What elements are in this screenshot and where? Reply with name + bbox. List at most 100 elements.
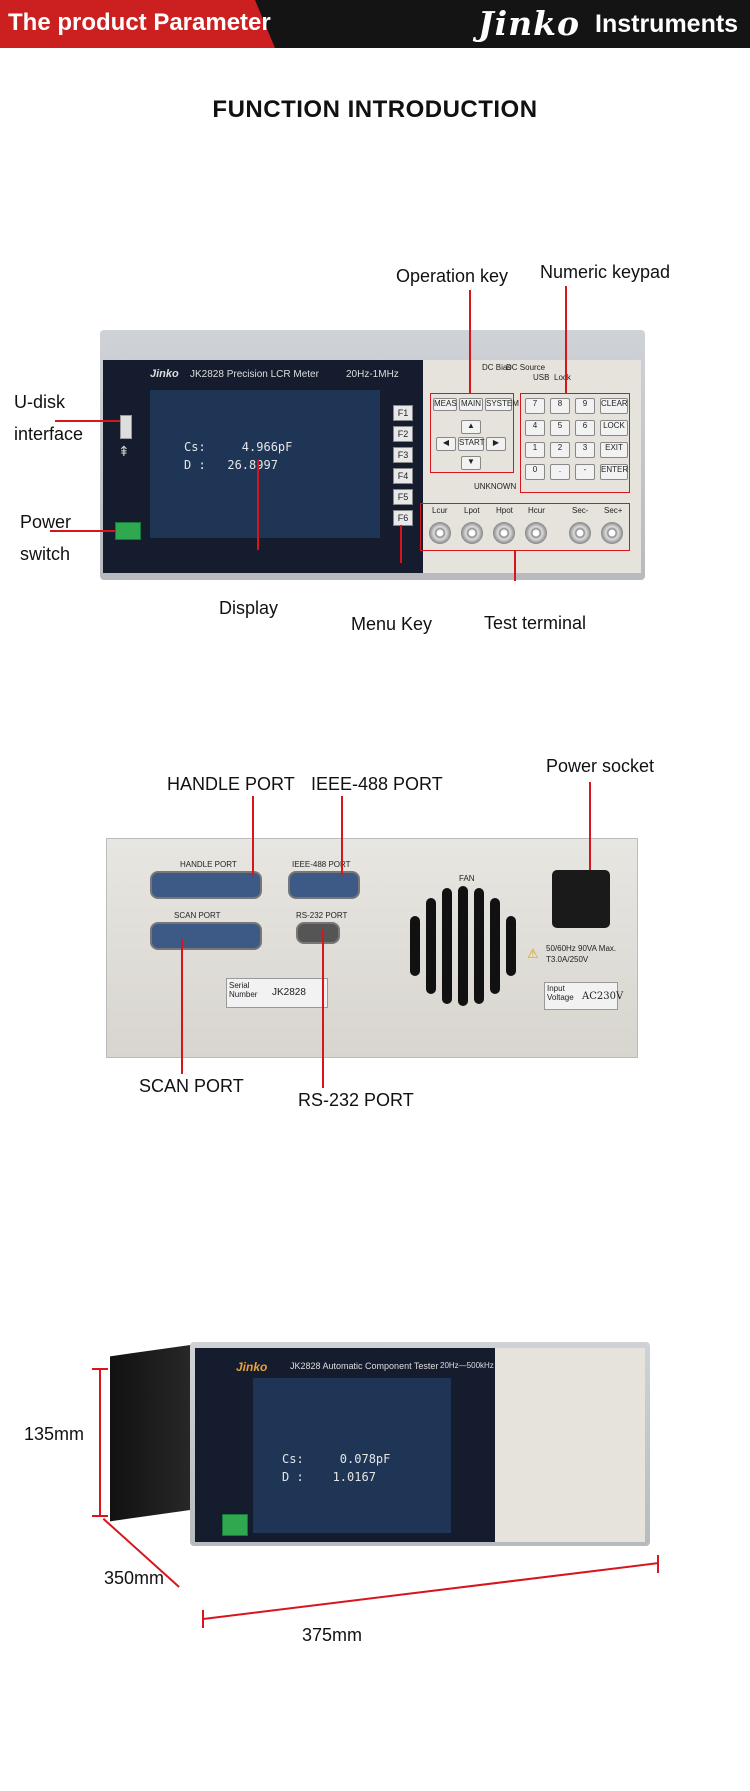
num-key-2[interactable]: 2: [550, 442, 570, 458]
dim-display-screen: [253, 1378, 451, 1533]
terminal-lcur[interactable]: [429, 522, 451, 544]
terminal-sec-plus[interactable]: [601, 522, 623, 544]
leader-test-terminal: [514, 551, 516, 581]
section-title: FUNCTION INTRODUCTION: [212, 96, 538, 123]
width-tick-right: [657, 1555, 659, 1573]
scan-port[interactable]: [150, 922, 262, 950]
num-key-3[interactable]: 3: [575, 442, 595, 458]
display-reading-d: D : 26.8997: [184, 458, 278, 472]
num-key-8[interactable]: 8: [550, 398, 570, 414]
height-tick-bottom: [92, 1515, 108, 1517]
enter-key[interactable]: ENTER: [600, 464, 628, 480]
usb-port[interactable]: [120, 415, 132, 439]
handle-port[interactable]: [150, 871, 262, 899]
dim-freq-range: 20Hz—500kHz: [440, 1361, 494, 1370]
num-key-0[interactable]: 0: [525, 464, 545, 480]
device-side: [110, 1343, 200, 1522]
unknown-label: UNKNOWN: [474, 482, 517, 491]
clear-key[interactable]: CLEAR: [600, 398, 628, 414]
menu-key-f6[interactable]: F6: [393, 510, 413, 526]
front-device-brand: Jinko: [150, 368, 179, 380]
terminal-label-sec-minus: Sec-: [572, 506, 589, 515]
terminal-hcur[interactable]: [525, 522, 547, 544]
power-spec-2: T3.0A/250V: [546, 955, 589, 964]
num-key-1[interactable]: 1: [525, 442, 545, 458]
label-scan-port: SCAN PORT: [139, 1076, 244, 1096]
terminal-lpot[interactable]: [461, 522, 483, 544]
warning-icon: ⚠: [527, 946, 539, 961]
dimension-diagram: Jinko JK2828 Automatic Component Tester …: [0, 1320, 750, 1645]
num-key-4[interactable]: 4: [525, 420, 545, 436]
terminal-label-lpot: Lpot: [464, 506, 480, 515]
terminal-hpot[interactable]: [493, 522, 515, 544]
display-reading-cs: Cs: 4.966pF: [184, 440, 293, 454]
label-power-1: Power: [20, 512, 72, 532]
left-arrow-key[interactable]: ◀: [436, 437, 456, 451]
rear-text-ieee: IEEE-488 PORT: [292, 860, 351, 869]
ieee-488-port[interactable]: [288, 871, 360, 899]
down-arrow-key[interactable]: ▼: [461, 456, 481, 470]
label-depth: 350mm: [104, 1568, 165, 1588]
width-line: [203, 1562, 658, 1620]
dot-key[interactable]: .: [550, 464, 570, 480]
front-freq-range: 20Hz-1MHz: [346, 369, 399, 380]
label-power-2: switch: [20, 544, 71, 564]
leader-display: [257, 460, 259, 550]
num-key-5[interactable]: 5: [550, 420, 570, 436]
rear-text-handle: HANDLE PORT: [180, 860, 237, 869]
brand-subtitle: Instruments: [595, 10, 739, 38]
system-key[interactable]: SYSTEM: [485, 398, 519, 411]
power-socket[interactable]: [552, 870, 610, 928]
exit-key[interactable]: EXIT: [600, 442, 628, 458]
minus-key[interactable]: -: [575, 464, 595, 480]
label-udisk-2: interface: [14, 424, 84, 444]
rear-panel-diagram: HANDLE PORT IEEE-488 PORT SCAN PORT RS-2…: [0, 750, 750, 1120]
power-spec-1: 50/60Hz 90VA Max.: [546, 944, 617, 953]
label-test-terminal: Test terminal: [484, 613, 587, 633]
num-key-7[interactable]: 7: [525, 398, 545, 414]
rs232-port[interactable]: [296, 922, 340, 944]
height-tick-top: [92, 1368, 108, 1370]
menu-key-f3[interactable]: F3: [393, 447, 413, 463]
menu-key-f2[interactable]: F2: [393, 426, 413, 442]
meas-key[interactable]: MEAS: [433, 398, 457, 411]
width-tick-left: [202, 1610, 204, 1628]
label-rs232-port: RS-232 PORT: [298, 1090, 414, 1110]
serial-model: JK2828: [272, 987, 306, 998]
num-key-9[interactable]: 9: [575, 398, 595, 414]
usb-icon: ⇞: [118, 443, 130, 459]
input-voltage-label: Input Voltage: [547, 984, 574, 1002]
status-dc-source: DC Source: [506, 363, 546, 372]
leader-power: [50, 530, 115, 532]
terminal-sec-minus[interactable]: [569, 522, 591, 544]
leader-rs232-port: [322, 930, 324, 1088]
right-arrow-key[interactable]: ▶: [486, 437, 506, 451]
label-display: Display: [219, 598, 279, 618]
leader-numeric-keypad: [565, 286, 567, 393]
menu-key-f5[interactable]: F5: [393, 489, 413, 505]
header-tag: [0, 0, 275, 48]
up-arrow-key[interactable]: ▲: [461, 420, 481, 434]
input-voltage-plate: [544, 982, 618, 1010]
label-height: 135mm: [24, 1424, 85, 1444]
height-line: [99, 1368, 101, 1516]
terminal-label-hcur: Hcur: [528, 506, 545, 515]
lock-key[interactable]: LOCK: [600, 420, 628, 436]
operation-key-group: [430, 393, 514, 473]
front-device-model: JK2828 Precision LCR Meter: [190, 369, 319, 380]
start-key[interactable]: START: [458, 437, 484, 451]
status-usb: USB: [533, 373, 550, 382]
dim-power-switch[interactable]: [222, 1514, 248, 1536]
main-key[interactable]: MAIN: [459, 398, 483, 411]
num-key-6[interactable]: 6: [575, 420, 595, 436]
menu-key-f1[interactable]: F1: [393, 405, 413, 421]
terminal-label-hpot: Hpot: [496, 506, 513, 515]
device-key-panel: [495, 1348, 645, 1542]
rear-text-rs232: RS-232 PORT: [296, 911, 348, 920]
menu-key-f4[interactable]: F4: [393, 468, 413, 484]
leader-operation-key: [469, 290, 471, 393]
status-lock: Lock: [554, 373, 571, 382]
power-switch[interactable]: [115, 522, 141, 540]
input-voltage-value: AC230V: [582, 991, 624, 1002]
label-power-socket: Power socket: [546, 756, 655, 776]
